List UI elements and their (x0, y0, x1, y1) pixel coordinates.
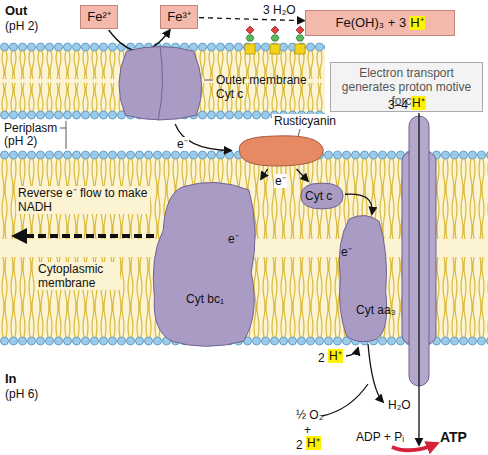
node-text: Fe²⁺ (87, 10, 111, 24)
ion-box: Fe²⁺ (80, 5, 118, 29)
edge-label: 3 H₂O (262, 3, 297, 17)
text-label: H₂O (388, 398, 411, 412)
protein-shape (112, 45, 208, 123)
protein-shape (232, 134, 327, 168)
rusticyanin-protein: Rusticyanin (232, 134, 327, 168)
text-label: (pH 6) (5, 387, 38, 401)
ion-box: Fe³⁺ (160, 5, 198, 29)
node-text: Outer membrane Cyt c (216, 73, 312, 101)
node-text: e⁻ (341, 245, 352, 259)
electron-arrow (175, 124, 231, 150)
text-label: In (5, 372, 17, 386)
text-label: 3–4 (388, 98, 408, 112)
outer-membrane (0, 42, 325, 120)
text-label: ATP (440, 430, 467, 444)
text-label: Periplasm (4, 121, 57, 135)
text-label: ½ O₂ (296, 408, 323, 422)
text-label: Out (5, 4, 27, 18)
text-label: 2 (318, 351, 325, 365)
electron-arrow (199, 18, 304, 21)
outer-membrane-protein: Outer membrane Cyt c (112, 45, 208, 123)
text-label: (pH 2) (5, 19, 38, 33)
node-text: Cyt aa₃ (356, 303, 396, 317)
protein-shape (336, 215, 390, 343)
text-label: 2 (296, 438, 303, 452)
node-text: Fe³⁺ (167, 10, 191, 24)
edge-label: e⁻ (274, 174, 287, 188)
lps-chains (245, 26, 305, 54)
node-text: e⁻ (228, 232, 239, 246)
edge-label: e⁻ (176, 137, 189, 151)
cyt-c-protein: Cyt c (300, 182, 344, 210)
text-label: Reverse e⁻ flow to make NADH (16, 186, 150, 214)
text-label: ADP + Pᵢ (356, 430, 404, 444)
electron-arrow (261, 169, 268, 179)
text-label: (pH 2) (4, 134, 37, 148)
cyt-aa3-complex: e⁻Cyt aa₃ (336, 215, 390, 343)
electron-arrow (345, 194, 372, 214)
node-text: Rusticyanin (272, 114, 338, 128)
reverse-flow-arrow (16, 234, 154, 238)
node-text: Cyt c (305, 189, 332, 203)
cyt-bc1-complex: e⁻ Cyt bc₁ (150, 180, 260, 348)
text-label: H⁺ (328, 349, 343, 363)
node-text: H⁺ (409, 16, 424, 30)
node-text: Fe(OH)₃ + 3 (335, 16, 406, 30)
text-label: H⁺ (306, 436, 321, 450)
text-label: Cytoplasmic membrane (36, 262, 120, 290)
text-label: H⁺ (411, 96, 426, 110)
electron-arrow (297, 169, 308, 181)
reaction-arrows (322, 113, 436, 450)
text-label: + (304, 423, 311, 437)
protein-shape (150, 180, 260, 348)
node-text: Cyt bc₁ (186, 292, 224, 306)
product-box: Fe(OH)₃ + 3H⁺ (305, 10, 455, 36)
